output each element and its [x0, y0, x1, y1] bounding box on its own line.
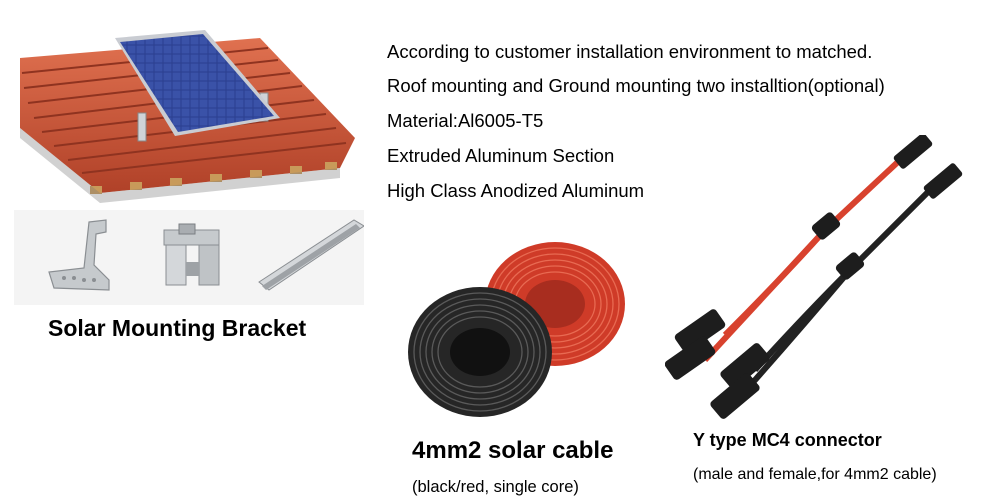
spec-line-2: Roof mounting and Ground mounting two in… — [387, 75, 885, 96]
bracket-title: Solar Mounting Bracket — [48, 315, 307, 341]
cable-subtitle: (black/red, single core) — [412, 478, 579, 496]
spec-line-4: Extruded Aluminum Section — [387, 145, 615, 166]
roof-solar-panel-image — [10, 18, 370, 203]
spec-line-5: High Class Anodized Aluminum — [387, 180, 645, 201]
roof-hook-icon — [48, 219, 110, 291]
cable-title: 4mm2 solar cable — [412, 437, 614, 464]
solar-cable-coils-image — [405, 232, 630, 432]
bracket-parts-image — [14, 210, 365, 305]
spec-line-3: Material:Al6005-T5 — [387, 110, 544, 131]
end-clamp-icon — [163, 223, 220, 286]
y-mc4-connector-image — [664, 133, 990, 420]
connector-title: Y type MC4 connector — [693, 430, 882, 450]
spec-line-1: According to customer installation envir… — [387, 41, 873, 62]
connector-subtitle: (male and female,for 4mm2 cable) — [693, 466, 937, 483]
